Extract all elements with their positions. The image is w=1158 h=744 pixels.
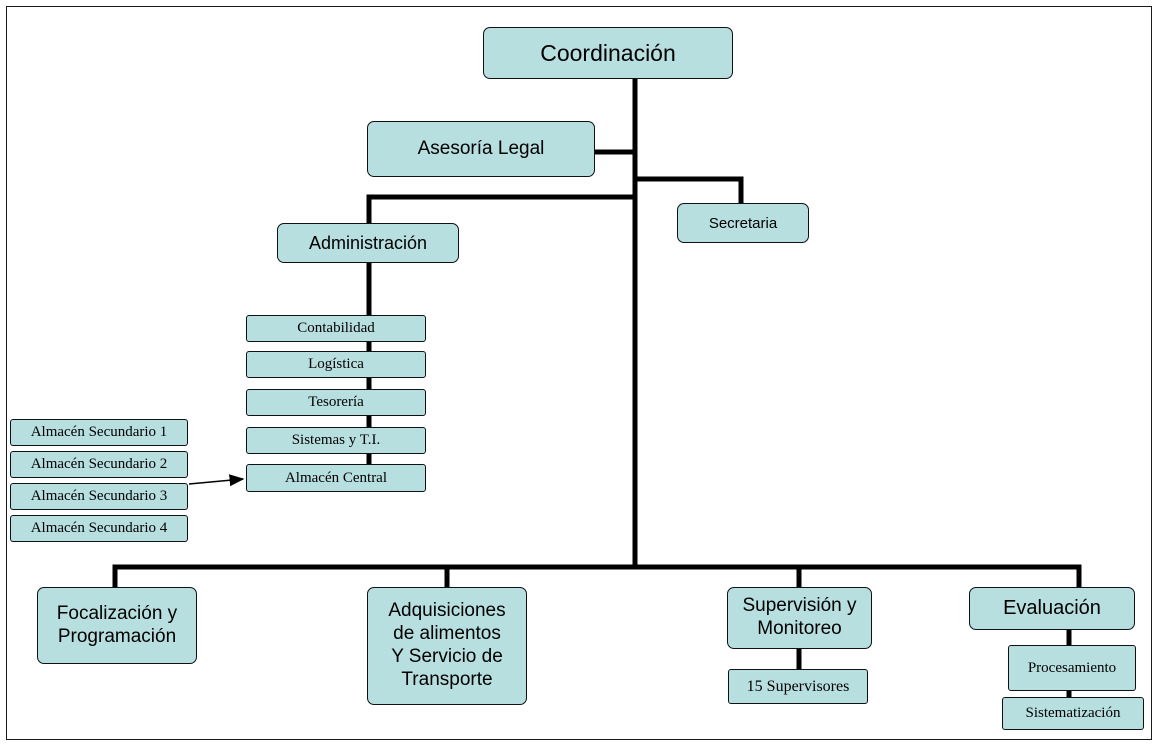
logistica-label: Logística [308, 356, 364, 372]
tesoreria-box: Tesorería [246, 389, 426, 416]
secretaria-label: Secretaria [708, 214, 778, 232]
almacen-secundario-2-box: Almacén Secundario 2 [10, 451, 188, 478]
evaluacion-box: Evaluación [969, 587, 1135, 630]
sistemas-label: Sistemas y T.I. [291, 432, 381, 448]
asesoria-legal-box: Asesoría Legal [367, 121, 595, 177]
almacen-arrow [188, 474, 245, 487]
focalizacion-label-line-1: Focalización y [56, 602, 178, 624]
procesamiento-label: Procesamiento [1027, 659, 1117, 676]
evaluacion-label: Evaluación [1003, 597, 1101, 619]
logistica-box: Logística [246, 351, 426, 378]
tesoreria-label: Tesorería [308, 394, 364, 410]
sistematizacion-box: Sistematización [1002, 697, 1144, 730]
procesamiento-box: Procesamiento [1008, 645, 1136, 691]
almacen-central-label: Almacén Central [284, 469, 388, 486]
contabilidad-label: Contabilidad [297, 320, 375, 336]
connector-lines [112, 76, 1082, 702]
almacen-secundario-4-box: Almacén Secundario 4 [10, 515, 188, 542]
almacen-secundario-1-box: Almacén Secundario 1 [10, 419, 188, 446]
supervisores-label: 15 Supervisores [746, 677, 850, 695]
administracion-box: Administración [277, 223, 459, 263]
almacen-central-box: Almacén Central [246, 464, 426, 492]
sistemas-box: Sistemas y T.I. [246, 427, 426, 454]
asesoria-legal-label: Asesoría Legal [417, 138, 545, 159]
sistematizacion-label: Sistematización [1025, 705, 1121, 721]
focalizacion-box: Focalización y Programación [37, 587, 197, 664]
supervision-label-line-1: Supervisión y [742, 595, 857, 617]
almacen-secundario-3-label: Almacén Secundario 3 [30, 488, 168, 504]
coordinacion-label: Coordinación [540, 39, 676, 66]
focalizacion-label-line-2: Programación [57, 625, 177, 647]
almacen-secundario-2-label: Almacén Secundario 2 [30, 456, 168, 472]
org-chart-frame: Coordinación Asesoría Legal Secretaria A… [6, 6, 1152, 740]
almacen-secundario-3-box: Almacén Secundario 3 [10, 483, 188, 510]
coordinacion-box: Coordinación [483, 27, 733, 79]
supervision-label-line-2: Monitoreo [757, 618, 842, 639]
adquisiciones-label-line-3: Y Servicio de [391, 646, 503, 667]
supervisores-box: 15 Supervisores [728, 669, 868, 704]
supervision-box: Supervisión y Monitoreo [727, 587, 872, 649]
almacen-secundario-4-label: Almacén Secundario 4 [30, 520, 168, 536]
adquisiciones-box: Adquisiciones de alimentos Y Servicio de… [367, 587, 527, 705]
almacen-secundario-1-label: Almacén Secundario 1 [30, 424, 168, 440]
adquisiciones-label-line-4: Transporte [401, 668, 493, 690]
administracion-label: Administración [308, 232, 428, 253]
contabilidad-box: Contabilidad [246, 315, 426, 342]
secretaria-box: Secretaria [677, 203, 809, 243]
adquisiciones-label-line-2: de alimentos [393, 623, 501, 645]
adquisiciones-label-line-1: Adquisiciones [388, 600, 506, 622]
